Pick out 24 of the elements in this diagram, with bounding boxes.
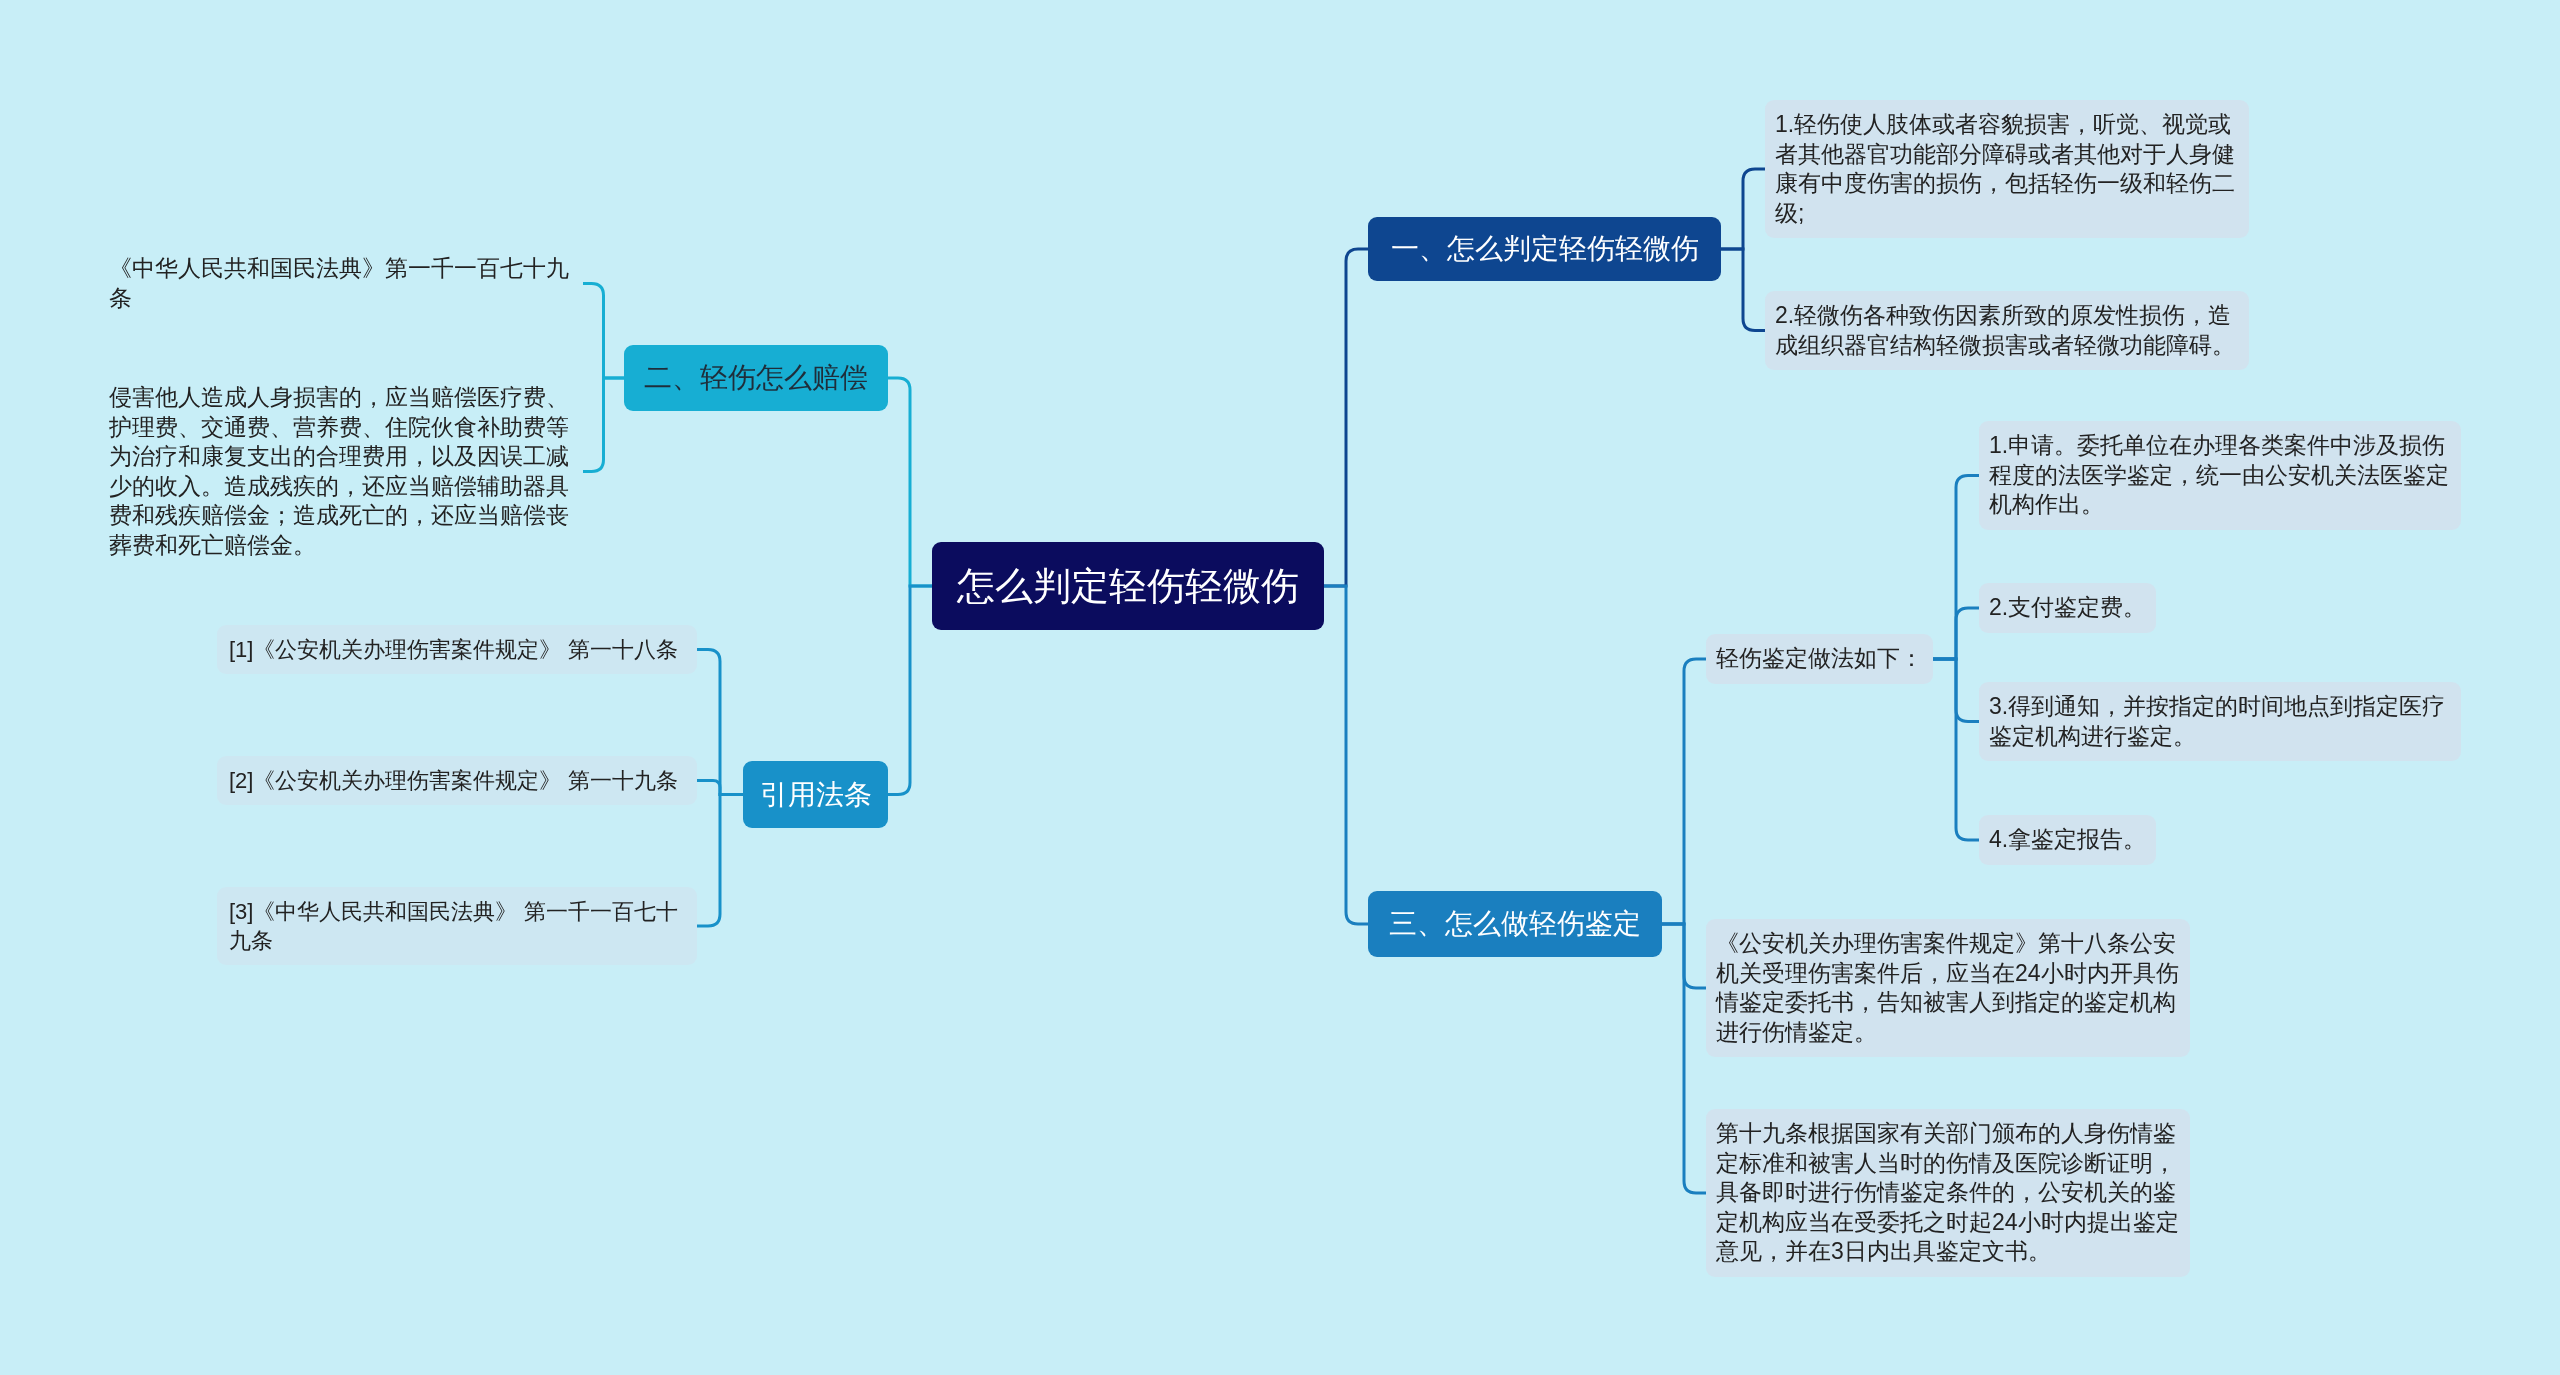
topic-box: 二、轻伤怎么赔偿 — [624, 345, 888, 411]
connector-line — [1662, 922, 1706, 1195]
topic-box: 三、怎么做轻伤鉴定 — [1368, 891, 1662, 957]
note-box: 4.拿鉴定报告。 — [1979, 815, 2157, 865]
connector-line — [1324, 584, 1368, 926]
subtopic-box: 轻伤鉴定做法如下： — [1706, 634, 1933, 684]
reference-box: [2]《公安机关办理伤害案件规定》 第一十九条 — [217, 756, 697, 805]
note-box: 第十九条根据国家有关部门颁布的人身伤情鉴定标准和被害人当时的伤情及医院诊断证明，具备即时进行伤情鉴定条件的，公安机关的鉴定机构应当在受委托之时起24小时内提出鉴定意见，并在3日内出具鉴定文书。 — [1706, 1109, 2190, 1277]
topic-box: 一、怎么判定轻伤轻微伤 — [1368, 217, 1721, 281]
connector-line — [888, 584, 932, 796]
note-box: 2.轻微伤各种致伤因素所致的原发性损伤，造成组织器官结构轻微损害或者轻微功能障碍。 — [1765, 291, 2249, 370]
connector-line — [1721, 247, 1765, 332]
connector-line — [1933, 657, 1979, 842]
note-text: 侵害他人造成人身损害的，应当赔偿医疗费、护理费、交通费、营养费、住院伙食补助费等为治疗和康复支出的合理费用，以及因误工减少的收入。造成残疾的，还应当赔偿辅助器具费和残疾赔偿金；造成死亡的，还应当赔偿丧葬费和死亡赔偿金。 — [99, 383, 583, 560]
central-topic-box: 怎么判定轻伤轻微伤 — [932, 542, 1324, 630]
note-box: 《公安机关办理伤害案件规定》第十八条公安机关受理伤害案件后，应当在24小时内开具伤情鉴定委托书，告知被害人到指定的鉴定机构进行伤情鉴定。 — [1706, 919, 2190, 1057]
topic-box: 引用法条 — [743, 761, 888, 828]
reference-box: [1]《公安机关办理伤害案件规定》 第一十八条 — [217, 625, 697, 674]
note-box: 1.轻伤使人肢体或者容貌损害，听觉、视觉或者其他器官功能部分障碍或者其他对于人身健康有中度伤害的损伤，包括轻伤一级和轻伤二级; — [1765, 100, 2249, 238]
note-text: 《中华人民共和国民法典》第一千一百七十九条 — [99, 254, 583, 313]
note-box: 1.申请。委托单位在办理各类案件中涉及损伤程度的法医学鉴定，统一由公安机关法医鉴定机构作出。 — [1979, 421, 2461, 530]
note-box: 3.得到通知，并按指定的时间地点到指定医疗鉴定机构进行鉴定。 — [1979, 682, 2461, 761]
note-box: 2.支付鉴定费。 — [1979, 583, 2157, 633]
reference-box: [3]《中华人民共和国民法典》 第一千一百七十九条 — [217, 887, 697, 965]
